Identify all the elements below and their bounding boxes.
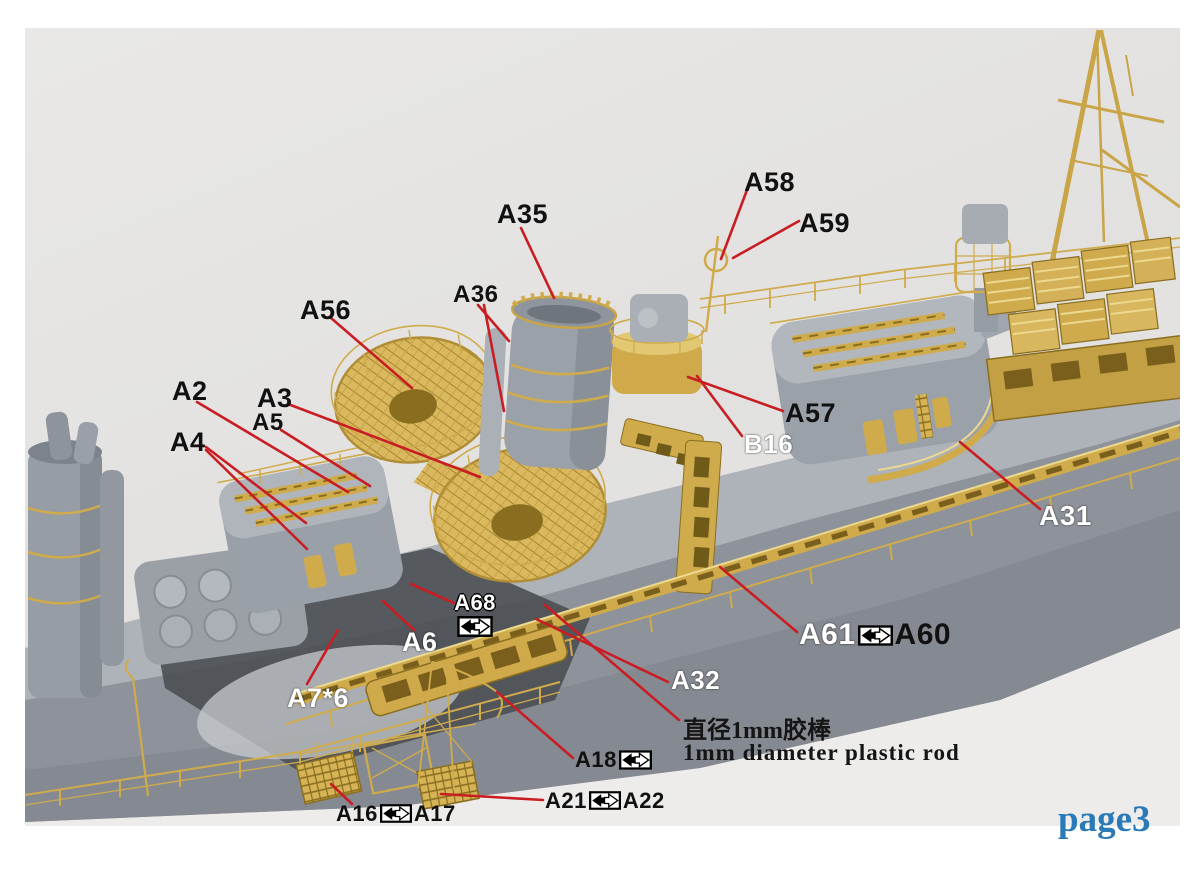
swap-arrow-icon — [589, 789, 621, 812]
part-label-a58: A58 — [744, 167, 796, 197]
part-label-a60: A60 — [894, 618, 952, 651]
main-funnel — [504, 291, 618, 471]
tripod-mast — [1043, 29, 1180, 293]
depth-charge-crates — [982, 236, 1180, 422]
left-funnel — [27, 411, 124, 698]
part-label-a2: A2 — [172, 376, 208, 406]
part-label-a56: A56 — [300, 295, 352, 325]
searchlight-tower — [954, 204, 1012, 332]
part-label-a17: A17 — [413, 800, 456, 826]
searchlight-tub — [609, 235, 729, 394]
part-label-a16: A16 — [336, 800, 378, 826]
torpedo-trough — [365, 625, 568, 717]
swap-arrow-icon — [858, 622, 893, 649]
swap-arrow-icon — [380, 802, 412, 825]
photo-area — [25, 28, 1180, 826]
part-label-a57: A57 — [785, 398, 837, 428]
part-label-a21: A21 — [545, 787, 587, 813]
part-label-a21-a22-group: A21 A22 — [545, 789, 665, 812]
searchlight — [630, 294, 688, 342]
platform-a56 — [330, 324, 496, 464]
part-label-a3: A3 — [257, 383, 293, 413]
etched-door — [334, 542, 357, 577]
part-label-a35: A35 — [497, 199, 549, 229]
davit-girder — [620, 418, 723, 595]
part-label-a4: A4 — [170, 427, 206, 457]
foreground-paper — [25, 620, 1180, 826]
part-label-b16: B16 — [744, 429, 794, 459]
part-label-a5: A5 — [252, 409, 284, 436]
part-label-a18: A18 — [575, 747, 617, 772]
degaussing-cable-strip — [294, 424, 1180, 706]
part-label-a59: A59 — [799, 208, 851, 238]
davit-aframe — [417, 661, 433, 789]
leader-lines — [195, 188, 1042, 806]
swap-arrow-icon — [457, 616, 493, 637]
part-label-a68-group: A68 — [450, 592, 500, 637]
pole-loop — [703, 247, 729, 273]
part-label-a7x6: A7*6 — [287, 683, 350, 713]
swap-arrow-icon — [619, 749, 652, 771]
rod-note-zh: 直径1mm胶棒 — [683, 718, 831, 744]
part-label-a36: A36 — [453, 281, 499, 308]
platform-lower — [413, 434, 607, 583]
part-label-a68: A68 — [454, 590, 496, 615]
forward-davit — [124, 659, 150, 797]
steam-pipe — [100, 470, 124, 666]
signal-pole — [704, 235, 720, 333]
part-label-a6: A6 — [402, 627, 438, 657]
part-label-a31: A31 — [1039, 500, 1092, 531]
rod-note-en: 1mm diameter plastic rod — [683, 740, 960, 765]
hull-railing-forward — [25, 681, 561, 806]
etched-door — [303, 554, 327, 589]
part-label-a16-a17-group: A16 A17 — [336, 802, 456, 825]
part-label-a61-a60-group: A61 A60 — [799, 620, 951, 650]
part-label-a61: A61 — [799, 618, 856, 651]
part-label-a18-group: A18 — [575, 749, 652, 771]
page-number: page3 — [1058, 799, 1151, 840]
part-label-a32: A32 — [671, 665, 721, 695]
part-label-a22: A22 — [622, 787, 665, 813]
funnel-pipe — [478, 328, 507, 476]
